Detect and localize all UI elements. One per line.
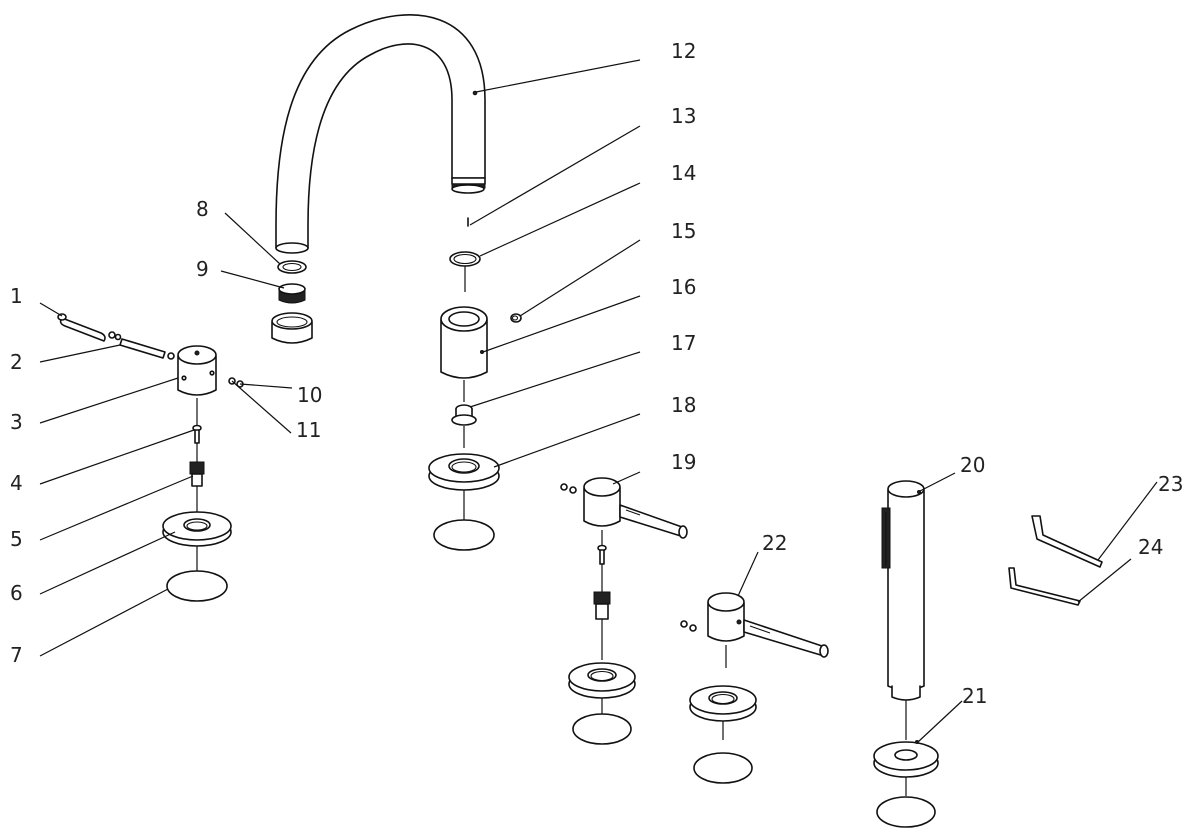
part-label-10: 10 — [297, 383, 322, 407]
spout-outlet-bands — [451, 177, 486, 194]
part-label-11: 11 — [296, 418, 321, 442]
left-valve-assembly — [57, 313, 244, 602]
part-7-o-ring — [166, 570, 228, 602]
part-15-nut — [510, 313, 522, 323]
part-label-3: 3 — [10, 410, 23, 434]
set-screws-19 — [560, 483, 577, 494]
part-label-21: 21 — [962, 684, 987, 708]
part-label-1: 1 — [10, 284, 23, 308]
o-ring-22 — [693, 752, 753, 784]
o-ring-19 — [572, 713, 632, 745]
escutcheon-22 — [689, 685, 757, 722]
part-20-hand-shower — [881, 480, 925, 701]
part-16-spout-base — [440, 306, 488, 379]
aerator-assembly — [271, 260, 313, 344]
spout-o-ring — [433, 519, 495, 551]
part-2-handle-rod — [119, 338, 175, 360]
part-12-gooseneck-spout — [275, 14, 486, 249]
part-label-22: 22 — [762, 531, 787, 555]
part-21-escutcheon — [873, 740, 939, 778]
spout-assembly — [275, 14, 522, 551]
part-label-15: 15 — [671, 219, 696, 243]
part-label-16: 16 — [671, 275, 696, 299]
part-number-labels: 1 2 3 4 5 6 7 8 9 10 11 12 13 14 15 16 1… — [10, 39, 1183, 708]
part-label-13: 13 — [671, 104, 696, 128]
set-screws-22 — [680, 620, 697, 632]
part-label-5: 5 — [10, 527, 23, 551]
part-label-17: 17 — [671, 331, 696, 355]
screw-19 — [597, 544, 607, 565]
o-ring-21 — [876, 796, 936, 828]
part-label-7: 7 — [10, 643, 23, 667]
hand-shower-assembly — [873, 480, 939, 828]
right-valve-assembly — [680, 592, 829, 784]
part-10-11-set-screws — [228, 377, 244, 388]
part-label-24: 24 — [1138, 535, 1163, 559]
part-3-valve-body — [177, 345, 217, 396]
part-9-aerator-insert — [278, 283, 306, 304]
part-label-6: 6 — [10, 581, 23, 605]
aerator-housing — [271, 312, 313, 344]
part-label-23: 23 — [1158, 472, 1183, 496]
part-label-14: 14 — [671, 161, 696, 185]
part-17-connector — [451, 404, 477, 426]
leader-lines — [39, 59, 1158, 743]
part-5-cartridge — [189, 461, 205, 487]
part-label-9: 9 — [196, 257, 209, 281]
part-24-hex-key-small — [1008, 567, 1081, 606]
part-label-12: 12 — [671, 39, 696, 63]
part-6-escutcheon — [162, 511, 232, 547]
part-23-hex-key-large — [1031, 515, 1103, 568]
part-label-19: 19 — [671, 450, 696, 474]
part-4-screw — [192, 424, 202, 444]
cartridge-19 — [593, 591, 611, 620]
part-8-washer — [277, 260, 307, 274]
part-label-18: 18 — [671, 393, 696, 417]
part-label-2: 2 — [10, 350, 23, 374]
part-label-4: 4 — [10, 471, 23, 495]
part-label-20: 20 — [960, 453, 985, 477]
part-19-valve-handle — [583, 477, 688, 539]
middle-valve-assembly — [560, 477, 688, 745]
part-18-escutcheon — [428, 453, 500, 491]
part-22-valve-handle — [707, 592, 829, 658]
escutcheon-19 — [568, 662, 636, 699]
part-label-8: 8 — [196, 197, 209, 221]
part-1-handle-lever — [57, 313, 122, 342]
